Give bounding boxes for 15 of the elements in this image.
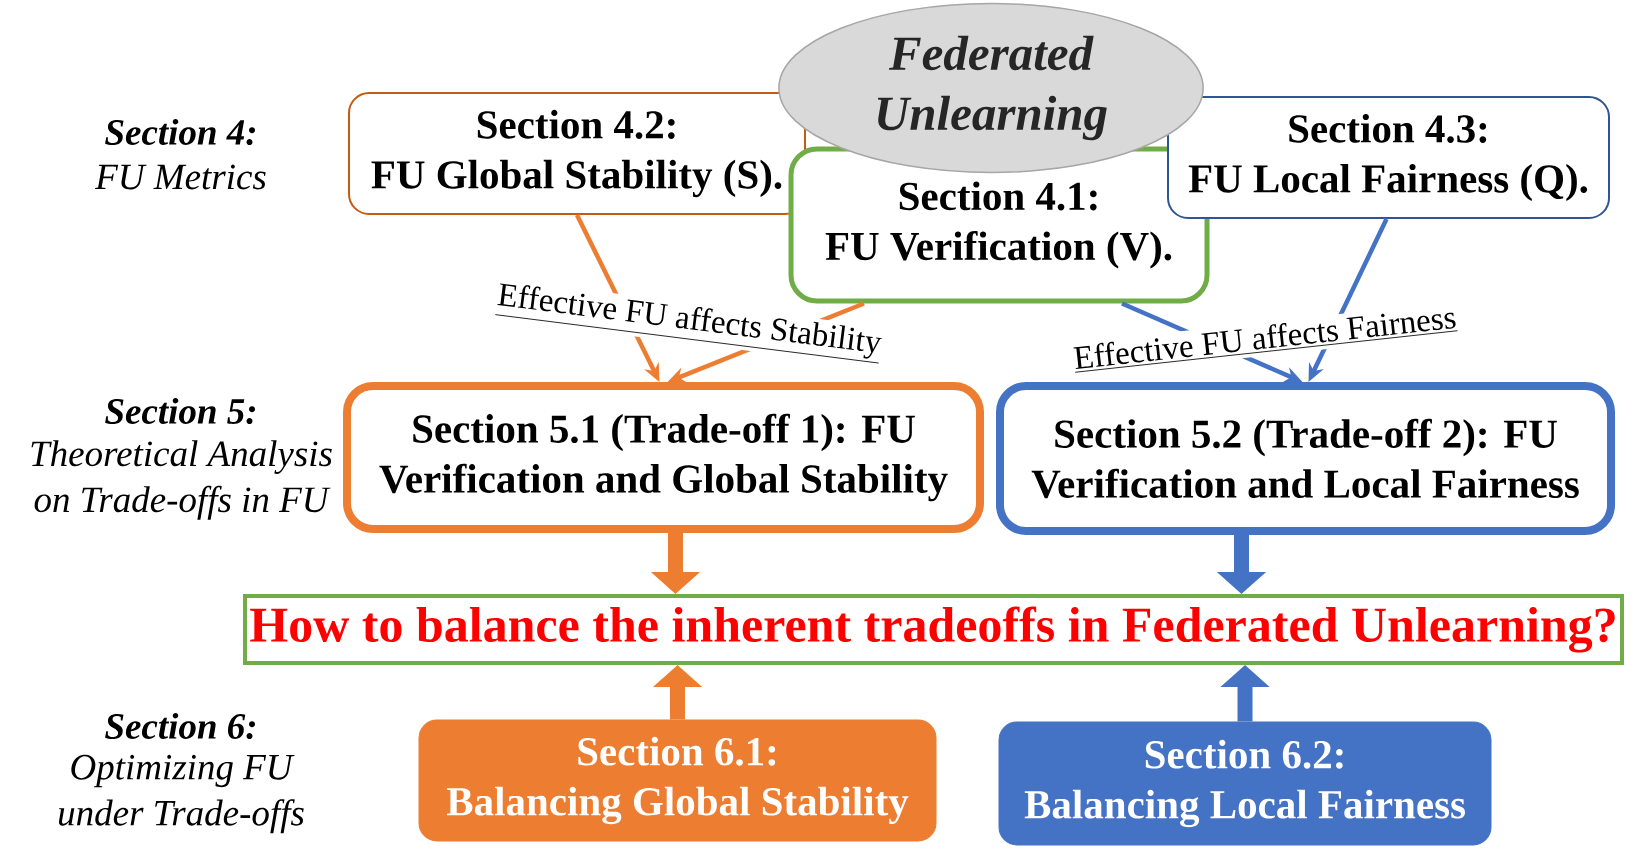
trade-off-box: Section 5.2 (Trade-off 2): FU Verification and Local Fairness (996, 382, 1615, 535)
edge-label: Effective FU affects Stability (491, 278, 887, 368)
section-box: Section 6.1: Balancing Global Stability (418, 719, 937, 842)
section-box: Section 6.2: Balancing Local Fairness (998, 721, 1492, 846)
section-box: Section 4.2: FU Global Stability (S). (348, 92, 806, 215)
trade-off-box: Section 5.1 (Trade-off 1): FU Verification and Global Stability (343, 382, 984, 533)
side-note: FU Metrics (95, 164, 266, 190)
side-note: Theoretical Analysis on Trade-offs in FU (31, 440, 332, 520)
side-heading: Section 6: (105, 712, 255, 740)
section-box: Section 4.3: FU Local Fairness (Q). (1167, 96, 1610, 219)
edge-label: Effective FU affects Fairness (1069, 301, 1461, 377)
side-heading: Section 4: (105, 118, 255, 146)
side-heading: Section 5: (105, 397, 255, 425)
side-note: Optimizing FU under Trade-offs (59, 754, 304, 834)
question-banner: How to balance the inherent tradeoffs in Federated Unlearning? (243, 594, 1624, 665)
